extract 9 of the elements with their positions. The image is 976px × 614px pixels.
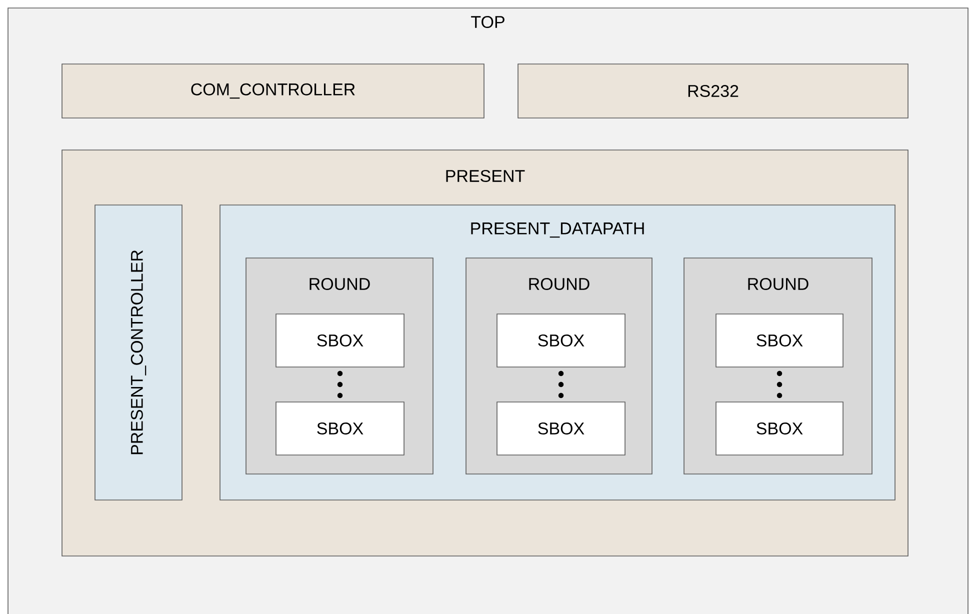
sbox-box: SBOX — [496, 314, 626, 368]
module-box: PRESENT_CONTROLLER — [94, 204, 182, 500]
sbox-box: SBOX — [276, 314, 404, 368]
module-box: COM_CONTROLLER — [62, 64, 484, 118]
sbox-box: SBOX — [276, 402, 404, 456]
sbox-box: SBOX — [496, 402, 626, 456]
sbox-box: SBOX — [716, 402, 844, 456]
sbox-box: SBOX — [716, 314, 844, 368]
module-box: RS232 — [518, 64, 908, 118]
